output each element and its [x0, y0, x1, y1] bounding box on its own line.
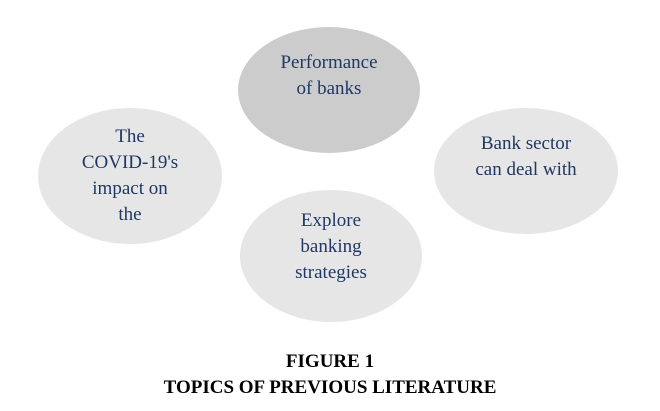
figure-title: TOPICS OF PREVIOUS LITERATURE [163, 377, 497, 398]
bubble-explore: Explore banking strategies [240, 190, 422, 322]
bubble-bank-sector: Bank sector can deal with [434, 108, 618, 234]
bubble-performance: Performance of banks [238, 27, 420, 153]
bubble-performance-text: Performance of banks [280, 52, 378, 99]
bubble-explore-text: Explore banking strategies [295, 210, 367, 283]
figure-label: FIGURE 1 [285, 351, 375, 372]
bubble-covid-text: The COVID-19's impact on the [81, 126, 179, 225]
bubble-covid: The COVID-19's impact on the [38, 108, 222, 244]
bubble-bank-sector-text: Bank sector can deal with [475, 133, 577, 180]
topics-diagram: Performance of banks The COVID-19's impa… [38, 27, 618, 322]
